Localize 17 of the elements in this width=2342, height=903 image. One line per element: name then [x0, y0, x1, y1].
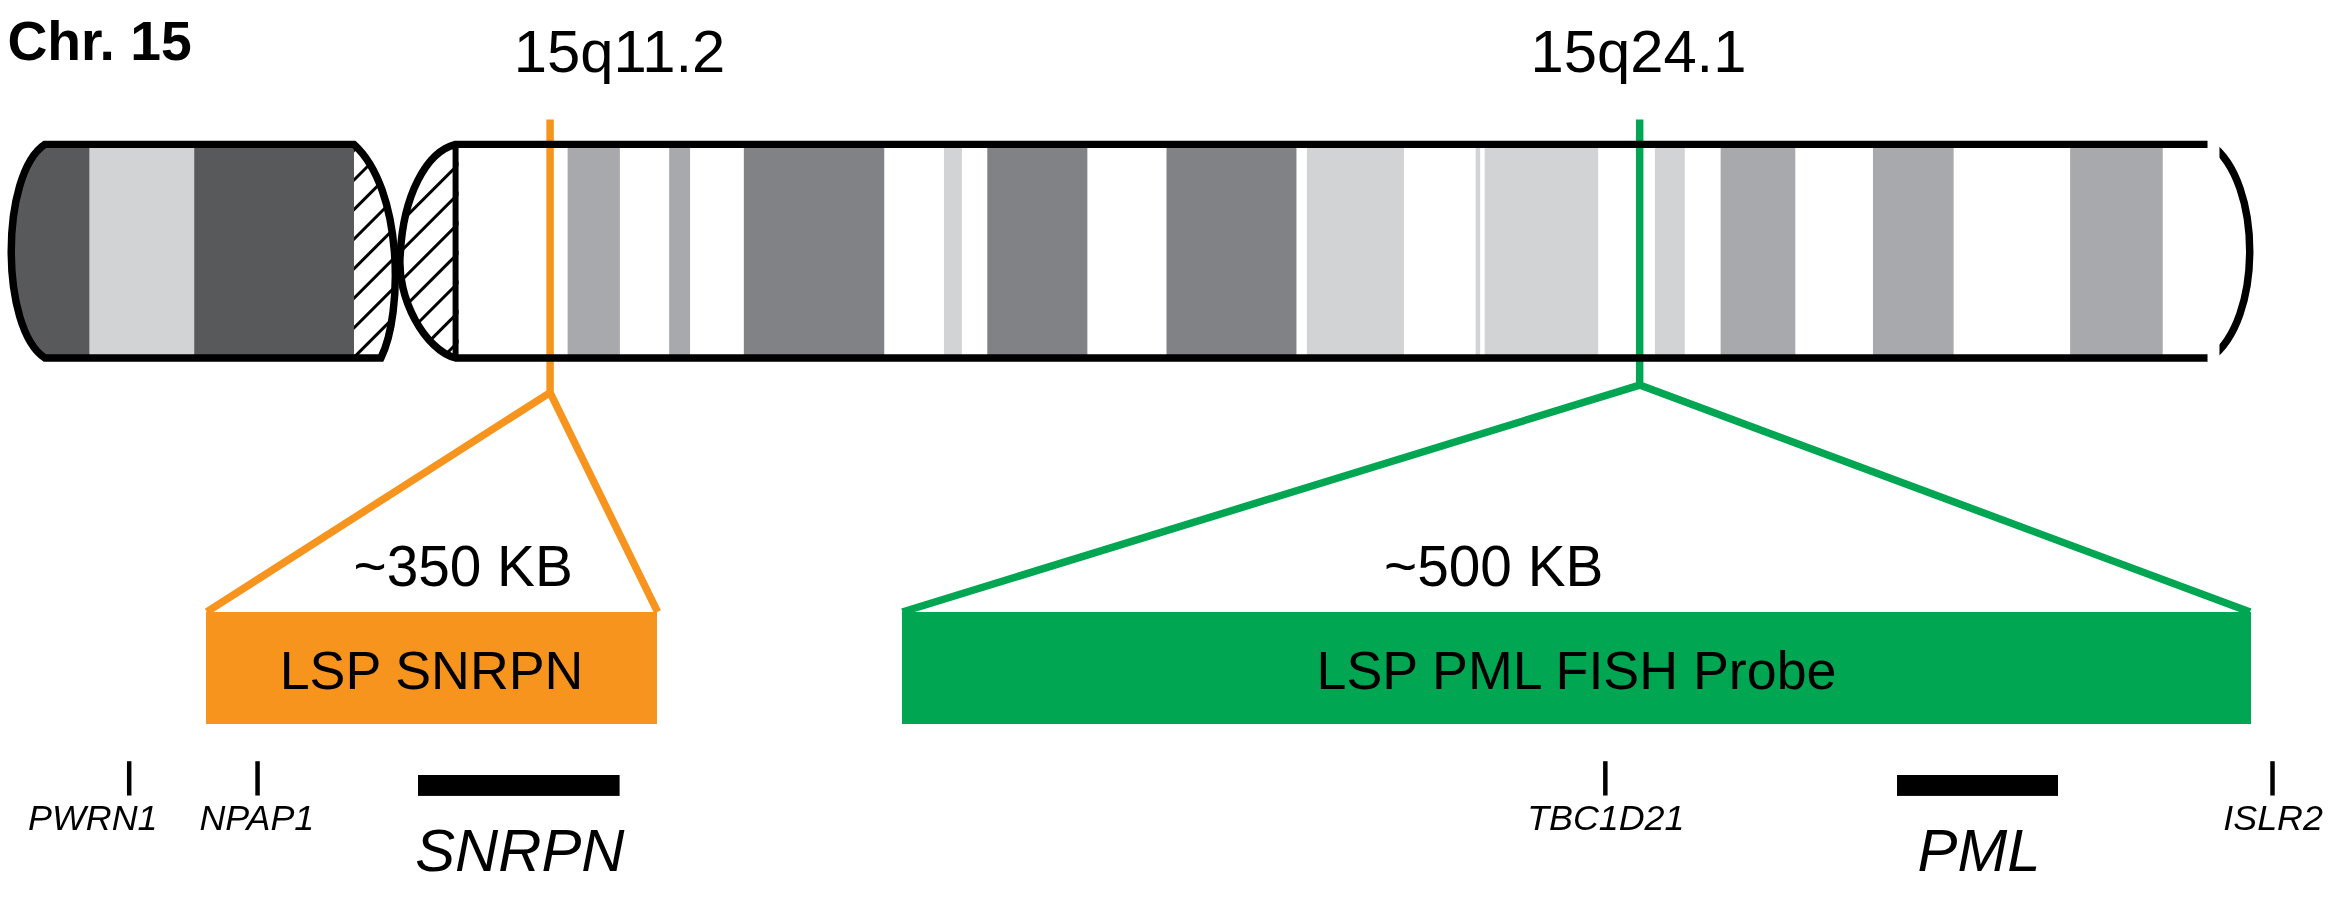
locus-label: 15q11.2	[513, 22, 726, 82]
probe-box	[206, 612, 658, 725]
chromosome-title: Chr. 15	[7, 14, 192, 70]
gene-bar	[1896, 775, 2059, 797]
gene-label: ISLR2	[2223, 800, 2323, 837]
gene-bar	[418, 775, 620, 797]
probe-box	[902, 612, 2251, 725]
gene-label: SNRPN	[415, 821, 625, 882]
probe-label: LSP PML FISH Probe	[1316, 644, 1837, 699]
gene-label: PWRN1	[28, 800, 158, 837]
gene-label: TBC1D21	[1527, 800, 1685, 837]
size-label: ~500 KB	[1384, 539, 1604, 596]
gene-label: PML	[1917, 821, 2041, 882]
gene-label: NPAP1	[199, 800, 315, 837]
locus-label: 15q24.1	[1530, 22, 1747, 82]
size-label: ~350 KB	[353, 539, 573, 596]
probe-label: LSP SNRPN	[279, 644, 584, 699]
